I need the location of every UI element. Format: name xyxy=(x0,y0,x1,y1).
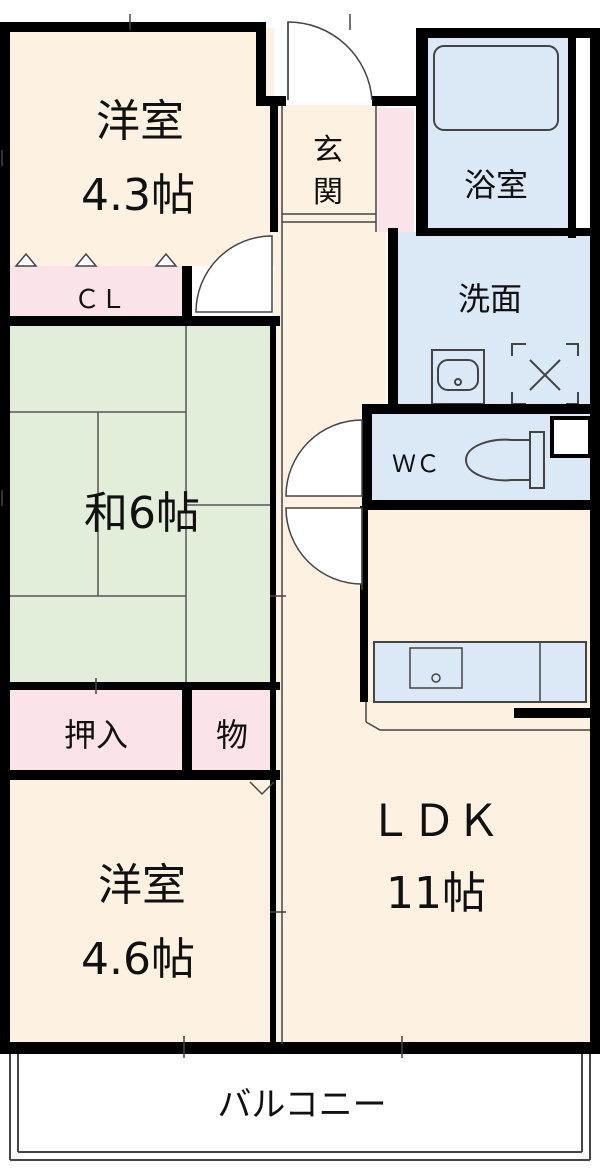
bath-label: 浴室 xyxy=(464,166,528,204)
entrance-shoe-cabinet xyxy=(378,108,414,232)
balcony-outline xyxy=(9,1054,591,1161)
washroom-floor xyxy=(396,232,592,410)
japanese-room-name: 和6帖 xyxy=(84,488,200,539)
balcony-floor xyxy=(10,1054,590,1144)
western-room-north-name: 洋室 xyxy=(96,96,184,147)
walls xyxy=(0,22,600,1054)
hallway-lines xyxy=(281,106,377,1044)
western-room-south-size: 4.6帖 xyxy=(81,934,195,985)
toilet-icon xyxy=(464,431,545,489)
entrance-label-1: 玄 xyxy=(313,133,343,168)
ldk-floor xyxy=(276,506,592,1045)
oshiire-label: 押入 xyxy=(64,716,128,754)
kitchen-counter xyxy=(365,641,592,731)
entrance-label-2: 関 xyxy=(313,175,343,210)
balcony-label: バルコニー xyxy=(217,1085,386,1125)
western-room-north-floor xyxy=(8,28,274,266)
washroom-label: 洗面 xyxy=(458,280,522,318)
closet-doors xyxy=(14,252,178,267)
bathtub-icon xyxy=(433,45,559,131)
closet-floor xyxy=(8,266,188,321)
toilet-pipe-space xyxy=(550,416,592,458)
doors xyxy=(195,21,373,796)
toilet-label: ＷＣ xyxy=(392,450,440,478)
ldk-name: ＬＤＫ xyxy=(368,796,500,847)
storage-label: 物 xyxy=(216,716,248,754)
western-room-south-name: 洋室 xyxy=(98,860,186,911)
tatami-lines xyxy=(8,325,274,685)
storage-floor xyxy=(190,688,274,772)
closet-label: ＣＬ xyxy=(74,285,126,315)
ldk-size: 11帖 xyxy=(386,868,486,919)
dimension-ticks xyxy=(1,14,403,1058)
western-room-north-size: 4.3帖 xyxy=(81,170,195,221)
oshiire-floor xyxy=(8,688,186,772)
western-room-south-floor xyxy=(8,778,274,1045)
